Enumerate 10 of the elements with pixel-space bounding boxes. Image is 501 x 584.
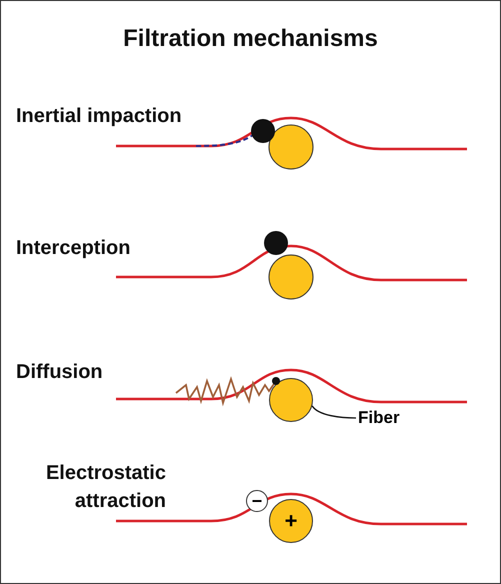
mechanism-heading: Interception — [16, 237, 130, 260]
fiber-circle: + — [269, 499, 313, 543]
mechanism-heading: Electrostatic attraction — [44, 461, 166, 514]
part-label: Fiber — [358, 407, 404, 429]
particle: − — [246, 490, 268, 512]
title: Filtration mechanisms — [122, 25, 379, 53]
fiber-circle — [269, 378, 313, 422]
mechanism-heading: Diffusion — [16, 361, 103, 384]
leader-line — [312, 405, 356, 419]
mechanism-heading: Inertial impaction — [16, 105, 182, 128]
